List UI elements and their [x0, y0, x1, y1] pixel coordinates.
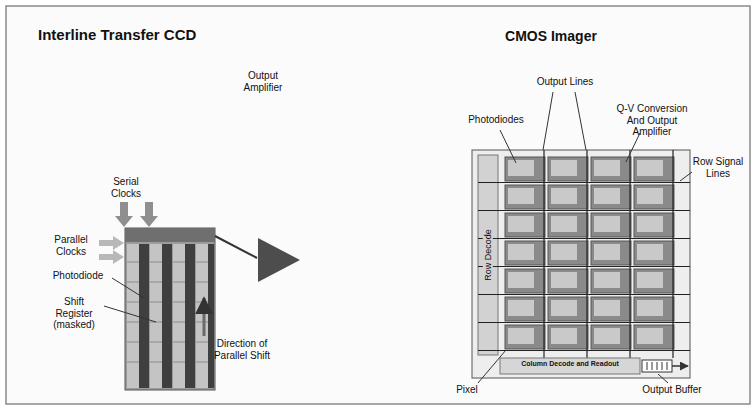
serial-clock-arrows: [115, 202, 158, 227]
photodiode-area: [594, 160, 620, 176]
photodiode-area: [508, 216, 534, 232]
part-label: Shift Register (masked): [44, 296, 104, 331]
pixel-cell: [591, 241, 631, 265]
pixel-cell: [548, 325, 588, 349]
part-label: Output Amplifier: [232, 70, 294, 93]
photodiode-area: [551, 328, 577, 344]
output-line: [586, 150, 587, 358]
row-signal-line: [478, 266, 690, 267]
pixel-cell: [634, 269, 674, 293]
part-label: Photodiode: [44, 270, 112, 282]
pixel-cell: [505, 185, 545, 209]
photodiode-area: [508, 300, 534, 316]
photodiode-area: [637, 300, 663, 316]
shift-direction-arrow: [204, 298, 205, 336]
pixel-cell: [505, 325, 545, 349]
pixel-cell: [505, 269, 545, 293]
panel-heading: CMOS Imager: [496, 28, 606, 44]
row-signal-line: [478, 238, 690, 239]
row-signal-line: [478, 294, 690, 295]
part-label: Parallel Clocks: [44, 234, 98, 257]
amplifier-symbol: [258, 238, 300, 282]
photodiode-area: [594, 216, 620, 232]
part-label: Row Signal Lines: [692, 156, 744, 179]
photodiode-area: [551, 160, 577, 176]
part-label: Direction of Parallel Shift: [210, 338, 274, 361]
pixel-cell: [548, 157, 588, 181]
part-label: Output Lines: [530, 76, 600, 88]
photodiode-area: [508, 272, 534, 288]
pixel-cell: [548, 241, 588, 265]
part-label: Column Decode and Readout: [502, 360, 638, 368]
photodiode-area: [551, 244, 577, 260]
part-label: Output Buffer: [636, 384, 708, 396]
panel-heading: Interline Transfer CCD: [38, 26, 228, 43]
row-signal-line: [478, 322, 690, 323]
photodiode-area: [594, 188, 620, 204]
pixel-cell: [591, 297, 631, 321]
pixel-cell: [505, 297, 545, 321]
leader-lines: [104, 278, 156, 322]
photodiode-area: [551, 300, 577, 316]
photodiode-area: [637, 328, 663, 344]
pixel-cell: [548, 213, 588, 237]
pixel-cell: [634, 241, 674, 265]
pixel-cell: [591, 157, 631, 181]
pixel-cell: [591, 213, 631, 237]
cmos-array: [472, 150, 690, 378]
frame: [6, 6, 750, 404]
photodiode-area: [637, 244, 663, 260]
photodiode-area: [637, 160, 663, 176]
pixel-cell: [548, 269, 588, 293]
photodiode-area: [508, 328, 534, 344]
pixel-cell: [548, 297, 588, 321]
pixel-cell: [505, 241, 545, 265]
photodiode-area: [594, 244, 620, 260]
pixel-cell: [634, 213, 674, 237]
pixel-cell: [634, 325, 674, 349]
part-label: Serial Clocks: [100, 176, 152, 199]
part-label: Q-V Conversion And Output Amplifier: [608, 103, 696, 138]
row-signal-line: [478, 182, 690, 183]
pixel-cell: [591, 185, 631, 209]
output-line: [672, 150, 673, 358]
photodiode-area: [594, 272, 620, 288]
photodiode-area: [551, 188, 577, 204]
ccd-array: [125, 228, 257, 390]
pixel-cell: [591, 325, 631, 349]
photodiode-area: [551, 216, 577, 232]
photodiode-area: [551, 272, 577, 288]
photodiode-area: [594, 300, 620, 316]
pixel-cell: [634, 185, 674, 209]
output-line: [629, 150, 630, 358]
photodiode-area: [637, 188, 663, 204]
row-signal-line: [478, 350, 690, 351]
pixel-cell: [591, 269, 631, 293]
photodiode-area: [508, 244, 534, 260]
row-signal-line: [478, 210, 690, 211]
parallel-clock-arrows: [99, 236, 124, 264]
pixel-cell: [505, 157, 545, 181]
photodiode-area: [594, 328, 620, 344]
photodiode-area: [508, 188, 534, 204]
part-label: Photodiodes: [462, 114, 530, 126]
output-line: [543, 150, 544, 358]
pixel-cell: [505, 213, 545, 237]
pixel-cell: [634, 157, 674, 181]
photodiode-area: [637, 216, 663, 232]
part-label: Pixel: [452, 384, 482, 396]
part-label: Row Decode: [483, 227, 493, 283]
photodiode-area: [637, 272, 663, 288]
photodiode-area: [508, 160, 534, 176]
pixel-cell: [548, 185, 588, 209]
pixel-cell: [634, 297, 674, 321]
